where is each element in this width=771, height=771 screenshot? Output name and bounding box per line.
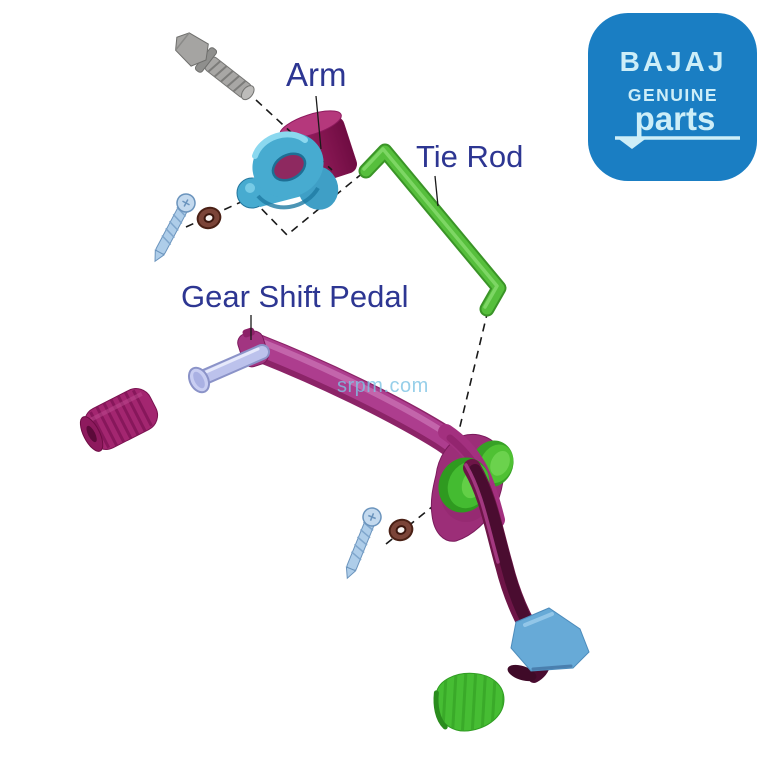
- rubber-pad-icon: [433, 668, 507, 735]
- leader-arm: [315, 95, 322, 150]
- label-tie-rod: Tie Rod: [416, 139, 523, 174]
- bajaj-logo-genuine: GENUINE: [628, 85, 718, 105]
- washer-upper-icon: [196, 206, 222, 230]
- label-leader-lines: [250, 95, 439, 340]
- dash-arm-to-tierod: [251, 171, 365, 237]
- bajaj-logo-brand: BAJAJ: [620, 46, 727, 77]
- label-arm: Arm: [286, 56, 347, 93]
- label-gear-shift-pedal: Gear Shift Pedal: [181, 279, 408, 314]
- tapping-screw-upper-icon: [154, 193, 196, 263]
- toe-piece-icon: [510, 607, 590, 672]
- watermark-text: srpm.com: [337, 375, 429, 397]
- bajaj-logo-arrow-icon: [616, 137, 648, 149]
- leader-tie-rod: [434, 175, 439, 207]
- arm-part-icon: [236, 131, 339, 210]
- flange-bolt-icon: [174, 32, 255, 101]
- tapping-screw-lower-icon: [345, 507, 382, 580]
- pivot-peg-icon: [187, 344, 270, 394]
- gear-shift-pedal-icon: [242, 333, 485, 476]
- bajaj-logo-parts: parts: [635, 100, 716, 137]
- washer-lower-icon: [388, 518, 414, 542]
- bajaj-logo: BAJAJ GENUINE parts: [588, 13, 757, 181]
- pedal-rubber-icon: [79, 388, 159, 452]
- tie-rod-icon: [358, 143, 507, 317]
